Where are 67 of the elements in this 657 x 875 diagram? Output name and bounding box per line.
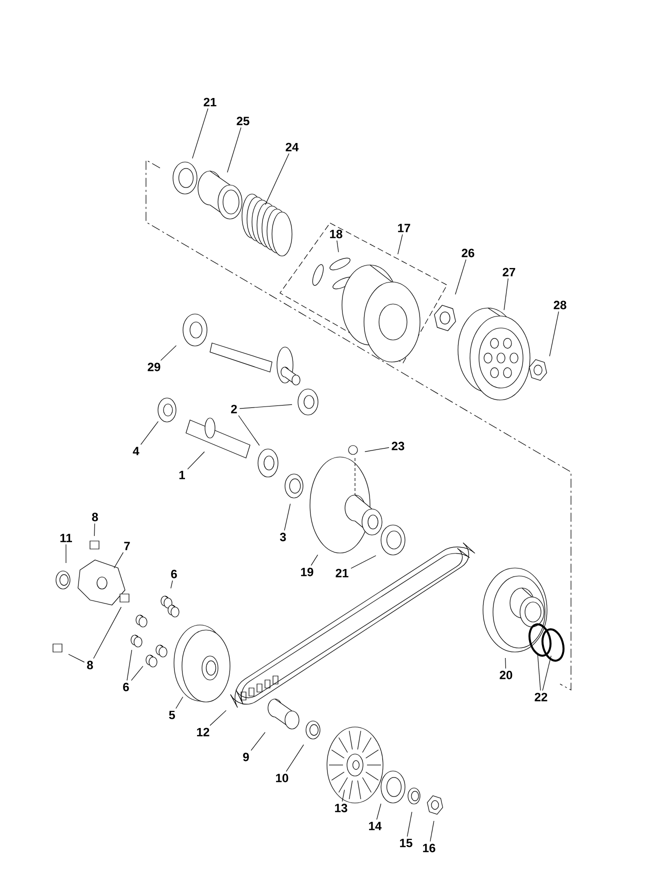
leader-line (93, 606, 122, 659)
leader-line (131, 666, 144, 681)
leader-line (537, 654, 541, 691)
callout-number: 15 (400, 838, 412, 848)
leader-line (68, 654, 85, 662)
leader-line (94, 523, 96, 536)
callout-number: 28 (554, 300, 566, 310)
callout-number: 10 (276, 774, 288, 782)
leader-line (310, 554, 318, 566)
leader-line (265, 153, 290, 206)
leader-line (284, 504, 291, 531)
leader-line (286, 744, 304, 772)
callout-number: 9 (243, 752, 249, 762)
leader-line (398, 234, 403, 255)
leader-line (542, 655, 552, 691)
leader-line (227, 127, 242, 173)
callout-number: 2 (231, 404, 237, 414)
callout-number: 20 (500, 670, 512, 680)
callout-number: 13 (335, 804, 348, 812)
callout-number: 14 (369, 822, 382, 830)
leader-line (176, 696, 184, 709)
leader-line (238, 415, 260, 446)
callout-number: 22 (534, 692, 548, 702)
leader-line (126, 650, 132, 681)
callout-number: 21 (204, 98, 216, 106)
leader-line (170, 580, 173, 589)
callout-number: 16 (423, 844, 436, 852)
callout-number: 6 (171, 570, 177, 578)
callout-number: 4 (132, 446, 140, 456)
leader-line (210, 710, 226, 726)
leader-line (406, 812, 412, 837)
callout-number: 5 (169, 710, 175, 720)
callout-number: 27 (502, 268, 516, 276)
callout-number: 26 (462, 248, 474, 258)
leader-line (430, 820, 434, 842)
leader-line (376, 803, 382, 820)
leader-line (505, 658, 506, 669)
leader-line (350, 555, 376, 569)
callout-number: 21 (336, 568, 348, 578)
leader-line (549, 311, 559, 356)
leader-line (239, 404, 292, 409)
leader-line (250, 732, 266, 751)
callout-number: 6 (123, 682, 129, 692)
leader-line (160, 345, 177, 361)
leader-line (336, 240, 339, 252)
callout-number: 19 (301, 568, 314, 576)
callout-number: 1 (179, 470, 185, 480)
leader-line (342, 790, 345, 802)
callout-number: 7 (124, 542, 130, 550)
leader-line (114, 552, 124, 568)
leader-line (504, 278, 508, 310)
callout-number: 29 (148, 362, 160, 372)
leader-line (140, 421, 158, 445)
callout-number: 17 (398, 224, 410, 232)
callout-number: 25 (236, 116, 250, 126)
leader-line (364, 447, 390, 452)
callout-number: 8 (92, 512, 98, 522)
leader-line (455, 259, 466, 295)
callout-number: 11 (60, 534, 72, 542)
callout-number: 23 (392, 442, 404, 450)
callout-number: 8 (87, 660, 93, 670)
callout-number: 18 (330, 230, 342, 238)
callout-number: 3 (280, 532, 286, 542)
callout-number: 12 (197, 728, 210, 736)
leader-line (192, 108, 208, 159)
callout-number: 24 (286, 142, 299, 152)
leader-line (187, 451, 205, 470)
